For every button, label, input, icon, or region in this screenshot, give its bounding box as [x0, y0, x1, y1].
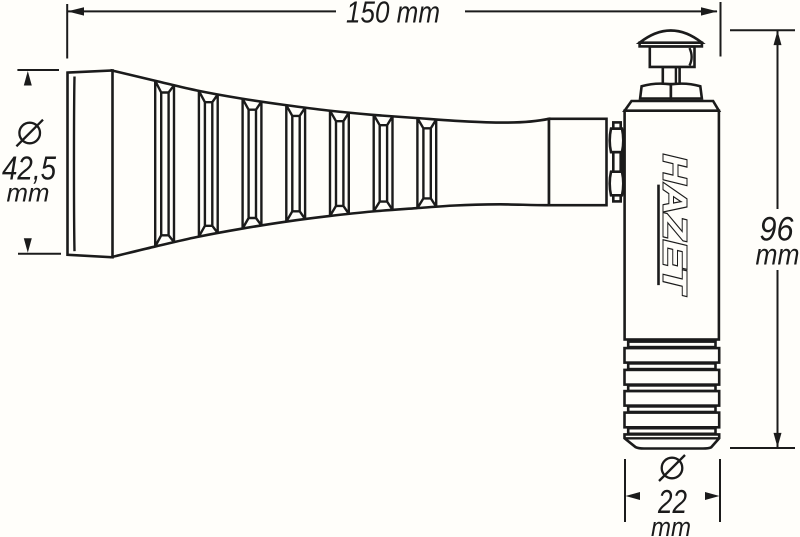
svg-text:mm: mm [7, 178, 50, 208]
svg-text:mm: mm [651, 512, 691, 537]
svg-text:mm: mm [756, 239, 800, 272]
svg-text:22: 22 [657, 483, 687, 520]
svg-text:96: 96 [760, 211, 795, 249]
svg-text:150 mm: 150 mm [346, 0, 440, 30]
svg-text:HAZET: HAZET [657, 154, 694, 297]
svg-text:42,5: 42,5 [2, 151, 56, 188]
